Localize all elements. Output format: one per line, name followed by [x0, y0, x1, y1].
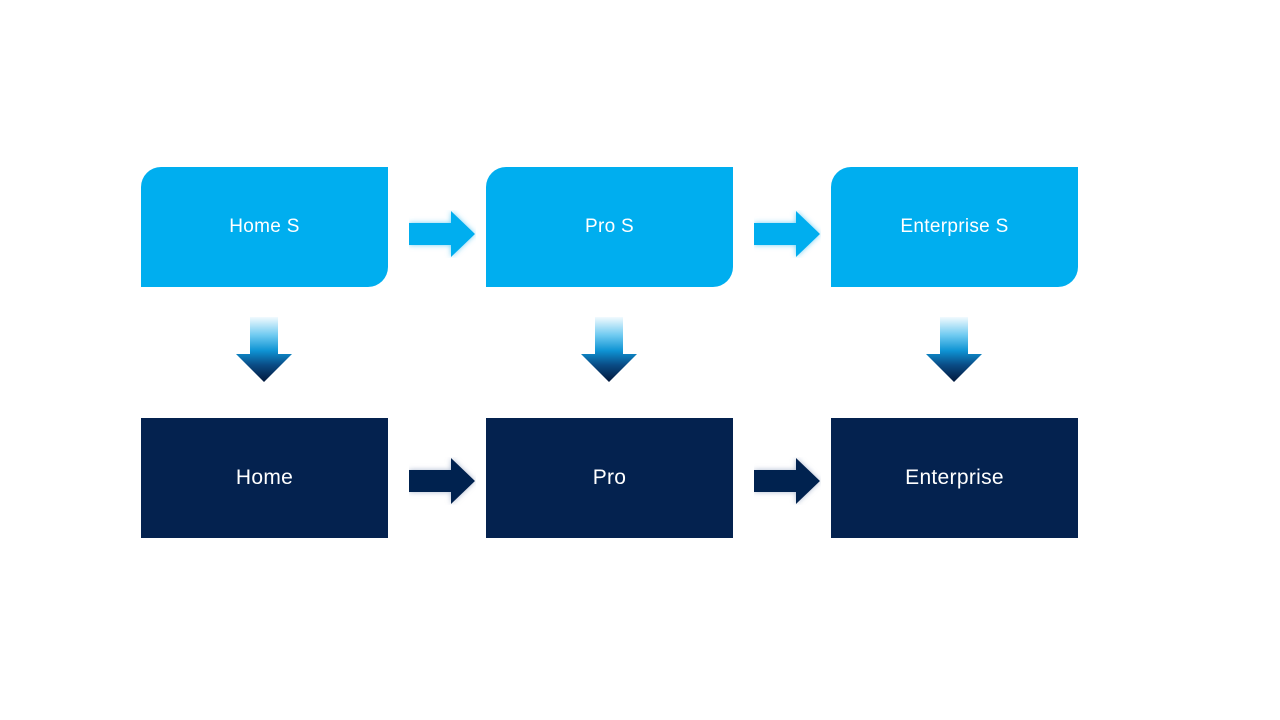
process-box-label: Home [235, 466, 294, 489]
process-box-label: Pro S [584, 216, 635, 237]
process-box-label: Enterprise S [900, 216, 1009, 237]
process-box-label: Pro [592, 466, 627, 489]
process-box-label: Enterprise [905, 466, 1004, 489]
down-arrow-icon [581, 317, 637, 382]
process-box-label: Home S [229, 216, 300, 237]
process-box-home-s: Home S [141, 167, 388, 287]
right-arrow-icon [754, 458, 820, 504]
down-arrow-icon [926, 317, 982, 382]
process-box-pro: Pro [486, 418, 733, 538]
right-arrow-icon [754, 211, 820, 257]
process-box-pro-s: Pro S [486, 167, 733, 287]
process-box-enterprise-s: Enterprise S [831, 167, 1078, 287]
down-arrow-icon [236, 317, 292, 382]
process-box-enterprise: Enterprise [831, 418, 1078, 538]
right-arrow-icon [409, 458, 475, 504]
process-box-home: Home [141, 418, 388, 538]
right-arrow-icon [409, 211, 475, 257]
